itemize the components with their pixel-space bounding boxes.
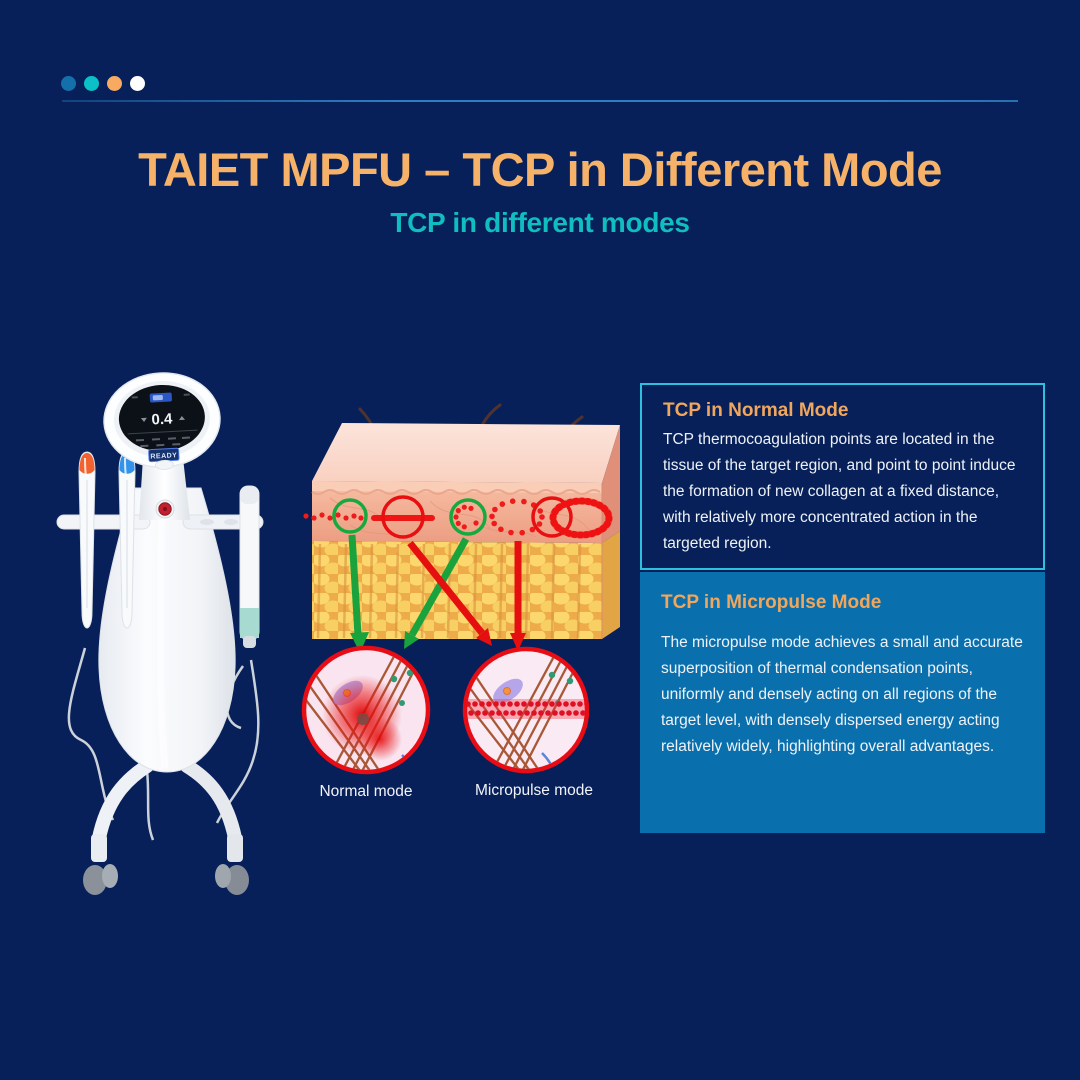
device-legs bbox=[83, 759, 249, 895]
screen-ready-button: READY bbox=[150, 452, 177, 460]
info-box-normal-title: TCP in Normal Mode bbox=[663, 400, 849, 421]
device-emergency-button bbox=[155, 499, 175, 519]
deco-dot-blue bbox=[61, 76, 76, 91]
info-box-micropulse-body: The micropulse mode achieves a small and… bbox=[661, 634, 1023, 755]
deco-dot-orange bbox=[107, 76, 122, 91]
tcp-point-row bbox=[303, 495, 613, 539]
deco-dot-teal bbox=[84, 76, 99, 91]
info-box-micropulse-title: TCP in Micropulse Mode bbox=[661, 592, 882, 613]
deco-dots bbox=[61, 76, 145, 91]
device-handpiece-blue bbox=[118, 451, 136, 629]
device-screen bbox=[118, 384, 205, 452]
micropulse-band bbox=[467, 701, 585, 716]
device-neck bbox=[139, 458, 190, 520]
device-handpiece-teal bbox=[239, 485, 260, 648]
page-title: TAIET MPFU – TCP in Different Mode bbox=[138, 143, 942, 196]
screen-value: 0.4 bbox=[151, 410, 173, 428]
page-subtitle: TCP in different modes bbox=[390, 207, 690, 238]
device-illustration: 0.4 READY bbox=[55, 368, 265, 908]
info-box-micropulse-mode: TCP in Micropulse Mode The micropulse mo… bbox=[640, 572, 1045, 833]
mode-arrows bbox=[348, 534, 526, 653]
skin-diagram: Normal mode Micropulse mode bbox=[290, 403, 620, 813]
device-head: 0.4 READY bbox=[103, 372, 221, 470]
header-divider bbox=[62, 100, 1018, 102]
micropulse-mode-inset bbox=[462, 646, 590, 774]
normal-mode-inset bbox=[301, 645, 431, 775]
normal-mode-label: Normal mode bbox=[319, 783, 412, 800]
device-handpiece-orange bbox=[78, 451, 96, 629]
info-box-normal-body: TCP thermocoagulation points are located… bbox=[663, 431, 1016, 552]
info-box-normal-mode: TCP in Normal Mode TCP thermocoagulation… bbox=[640, 383, 1045, 570]
device-body bbox=[98, 487, 236, 773]
dotted-oval bbox=[489, 498, 545, 536]
deco-dot-white bbox=[130, 76, 145, 91]
micropulse-mode-label: Micropulse mode bbox=[475, 782, 593, 799]
